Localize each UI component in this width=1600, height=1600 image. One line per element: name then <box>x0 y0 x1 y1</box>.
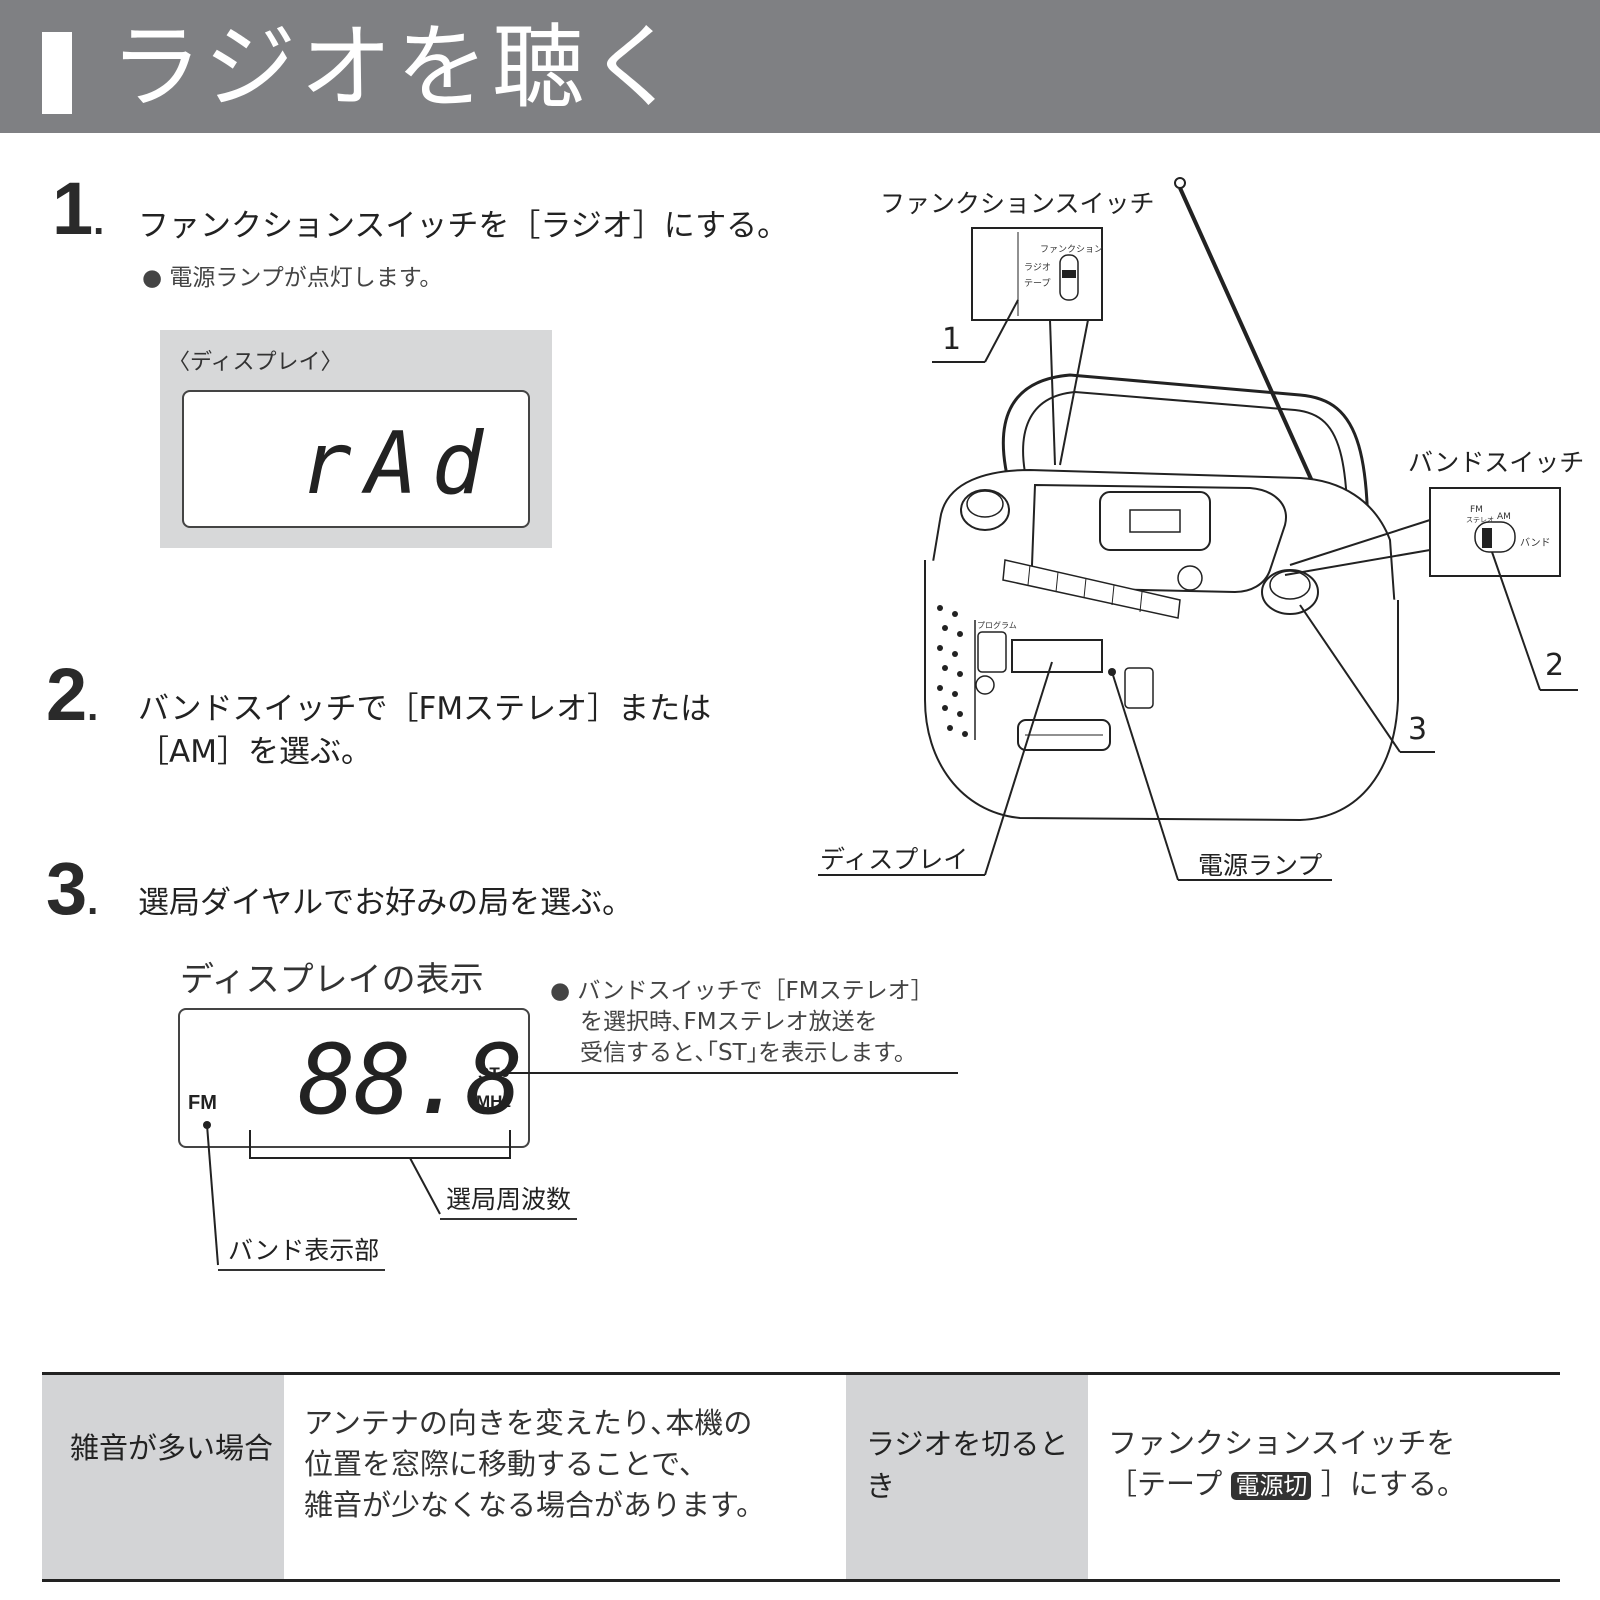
step1-display-caption: 〈ディスプレイ〉 <box>168 350 343 375</box>
lcd-display-frequency: FM 88.8 ST MHz <box>178 1008 530 1148</box>
callout-3: 3 <box>1408 712 1428 747</box>
step3-instruction: 選局ダイヤルでお好みの局を選ぶ。 <box>138 885 634 921</box>
tip-radio-off-heading: ラジオを切るとき <box>846 1375 1088 1579</box>
tips-table: 雑音が多い場合 アンテナの向きを変えたり､本機の 位置を窓際に移動することで、 … <box>42 1372 1560 1582</box>
power-off-key-label: 電源切 <box>1231 1472 1312 1500</box>
st-note: ● バンドスイッチで［FMステレオ］ を選択時､FMステレオ放送を 受信すると､… <box>550 978 934 1066</box>
bullet-dot-icon: ● <box>142 265 170 291</box>
inset-am-label: AM <box>1497 512 1511 522</box>
label-power-lamp: 電源ランプ <box>1198 851 1323 880</box>
callout-2: 2 <box>1545 648 1565 683</box>
lcd-rad-text: rAd <box>300 414 498 514</box>
step2-instruction-line2: ［AM］を選ぶ。 <box>138 734 372 770</box>
label-display: ディスプレイ <box>820 845 969 874</box>
tip-radio-off-body: ファンクションスイッチを ［テープ 電源切 ］にする。 <box>1108 1426 1466 1501</box>
display-indication-title: ディスプレイの表示 <box>180 960 484 1000</box>
step3-number: 3. <box>46 847 99 930</box>
step2-instruction-line1: バンドスイッチで［FMステレオ］または <box>138 691 712 727</box>
step1-bullet: ● 電源ランプが点灯します。 <box>142 265 443 291</box>
tip-noise-heading: 雑音が多い場合 <box>42 1375 284 1579</box>
lcd-frequency-digits: 88.8 <box>298 1024 523 1136</box>
device-program-label: プログラム <box>977 621 1017 630</box>
page-title: ラジオを聴く <box>110 14 685 121</box>
step1-instruction: ファンクションスイッチを［ラジオ］にする。 <box>138 208 789 244</box>
label-tuning-frequency: 選局周波数 <box>440 1180 578 1220</box>
bullet-dot-icon: ● <box>550 978 578 1004</box>
inset-band-label: バンド <box>1520 538 1551 549</box>
inset-tape-label: テープ <box>1024 279 1051 289</box>
lcd-mhz-unit: MHz <box>476 1092 511 1111</box>
inset-stereo-label: ステレオ <box>1466 516 1494 524</box>
lcd-st-indicator: ST <box>478 1064 500 1083</box>
label-band-indicator: バンド表示部 <box>218 1231 386 1271</box>
step1-number: 1. <box>52 167 105 250</box>
tip-noise-body: アンテナの向きを変えたり､本機の 位置を窓際に移動することで、 雑音が少なくなる… <box>304 1406 766 1522</box>
page-header: ラジオを聴く <box>0 0 1600 133</box>
lcd-band-indicator: FM <box>188 1092 217 1114</box>
step2-number: 2. <box>46 653 99 736</box>
step1-display-panel: 〈ディスプレイ〉 rAd <box>160 330 552 548</box>
inset-fm-label: FM <box>1470 505 1483 515</box>
lcd-display-rad: rAd <box>182 390 530 528</box>
inset-radio-label: ラジオ <box>1024 263 1051 273</box>
callout-1: 1 <box>942 322 962 357</box>
label-function-switch: ファンクションスイッチ <box>880 189 1155 218</box>
inset-function-label: ファンクション <box>1040 245 1104 255</box>
label-band-switch: バンドスイッチ <box>1408 448 1585 477</box>
header-accent-bar <box>42 32 72 114</box>
